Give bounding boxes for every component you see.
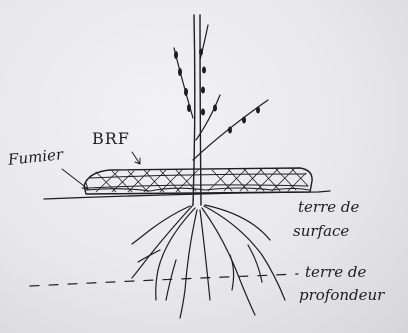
fumier-leader-arrow (62, 169, 88, 189)
tree-trunk (193, 15, 201, 205)
fumier-layer (86, 188, 309, 191)
brf-mulch-layer (84, 168, 312, 194)
brf-label: BRF (92, 131, 130, 147)
tree-branches (174, 25, 268, 160)
surface-soil-label-line1: terre de (298, 200, 359, 215)
tree-roots (132, 205, 285, 318)
deep-soil-label-line2: profondeur (299, 288, 384, 303)
brf-leader-arrow (132, 152, 140, 164)
tree-buds (174, 49, 260, 134)
surface-soil-label-line2: surface (293, 224, 349, 239)
deep-soil-dashed-line (30, 274, 298, 286)
deep-soil-label-line1: terre de (305, 265, 366, 280)
